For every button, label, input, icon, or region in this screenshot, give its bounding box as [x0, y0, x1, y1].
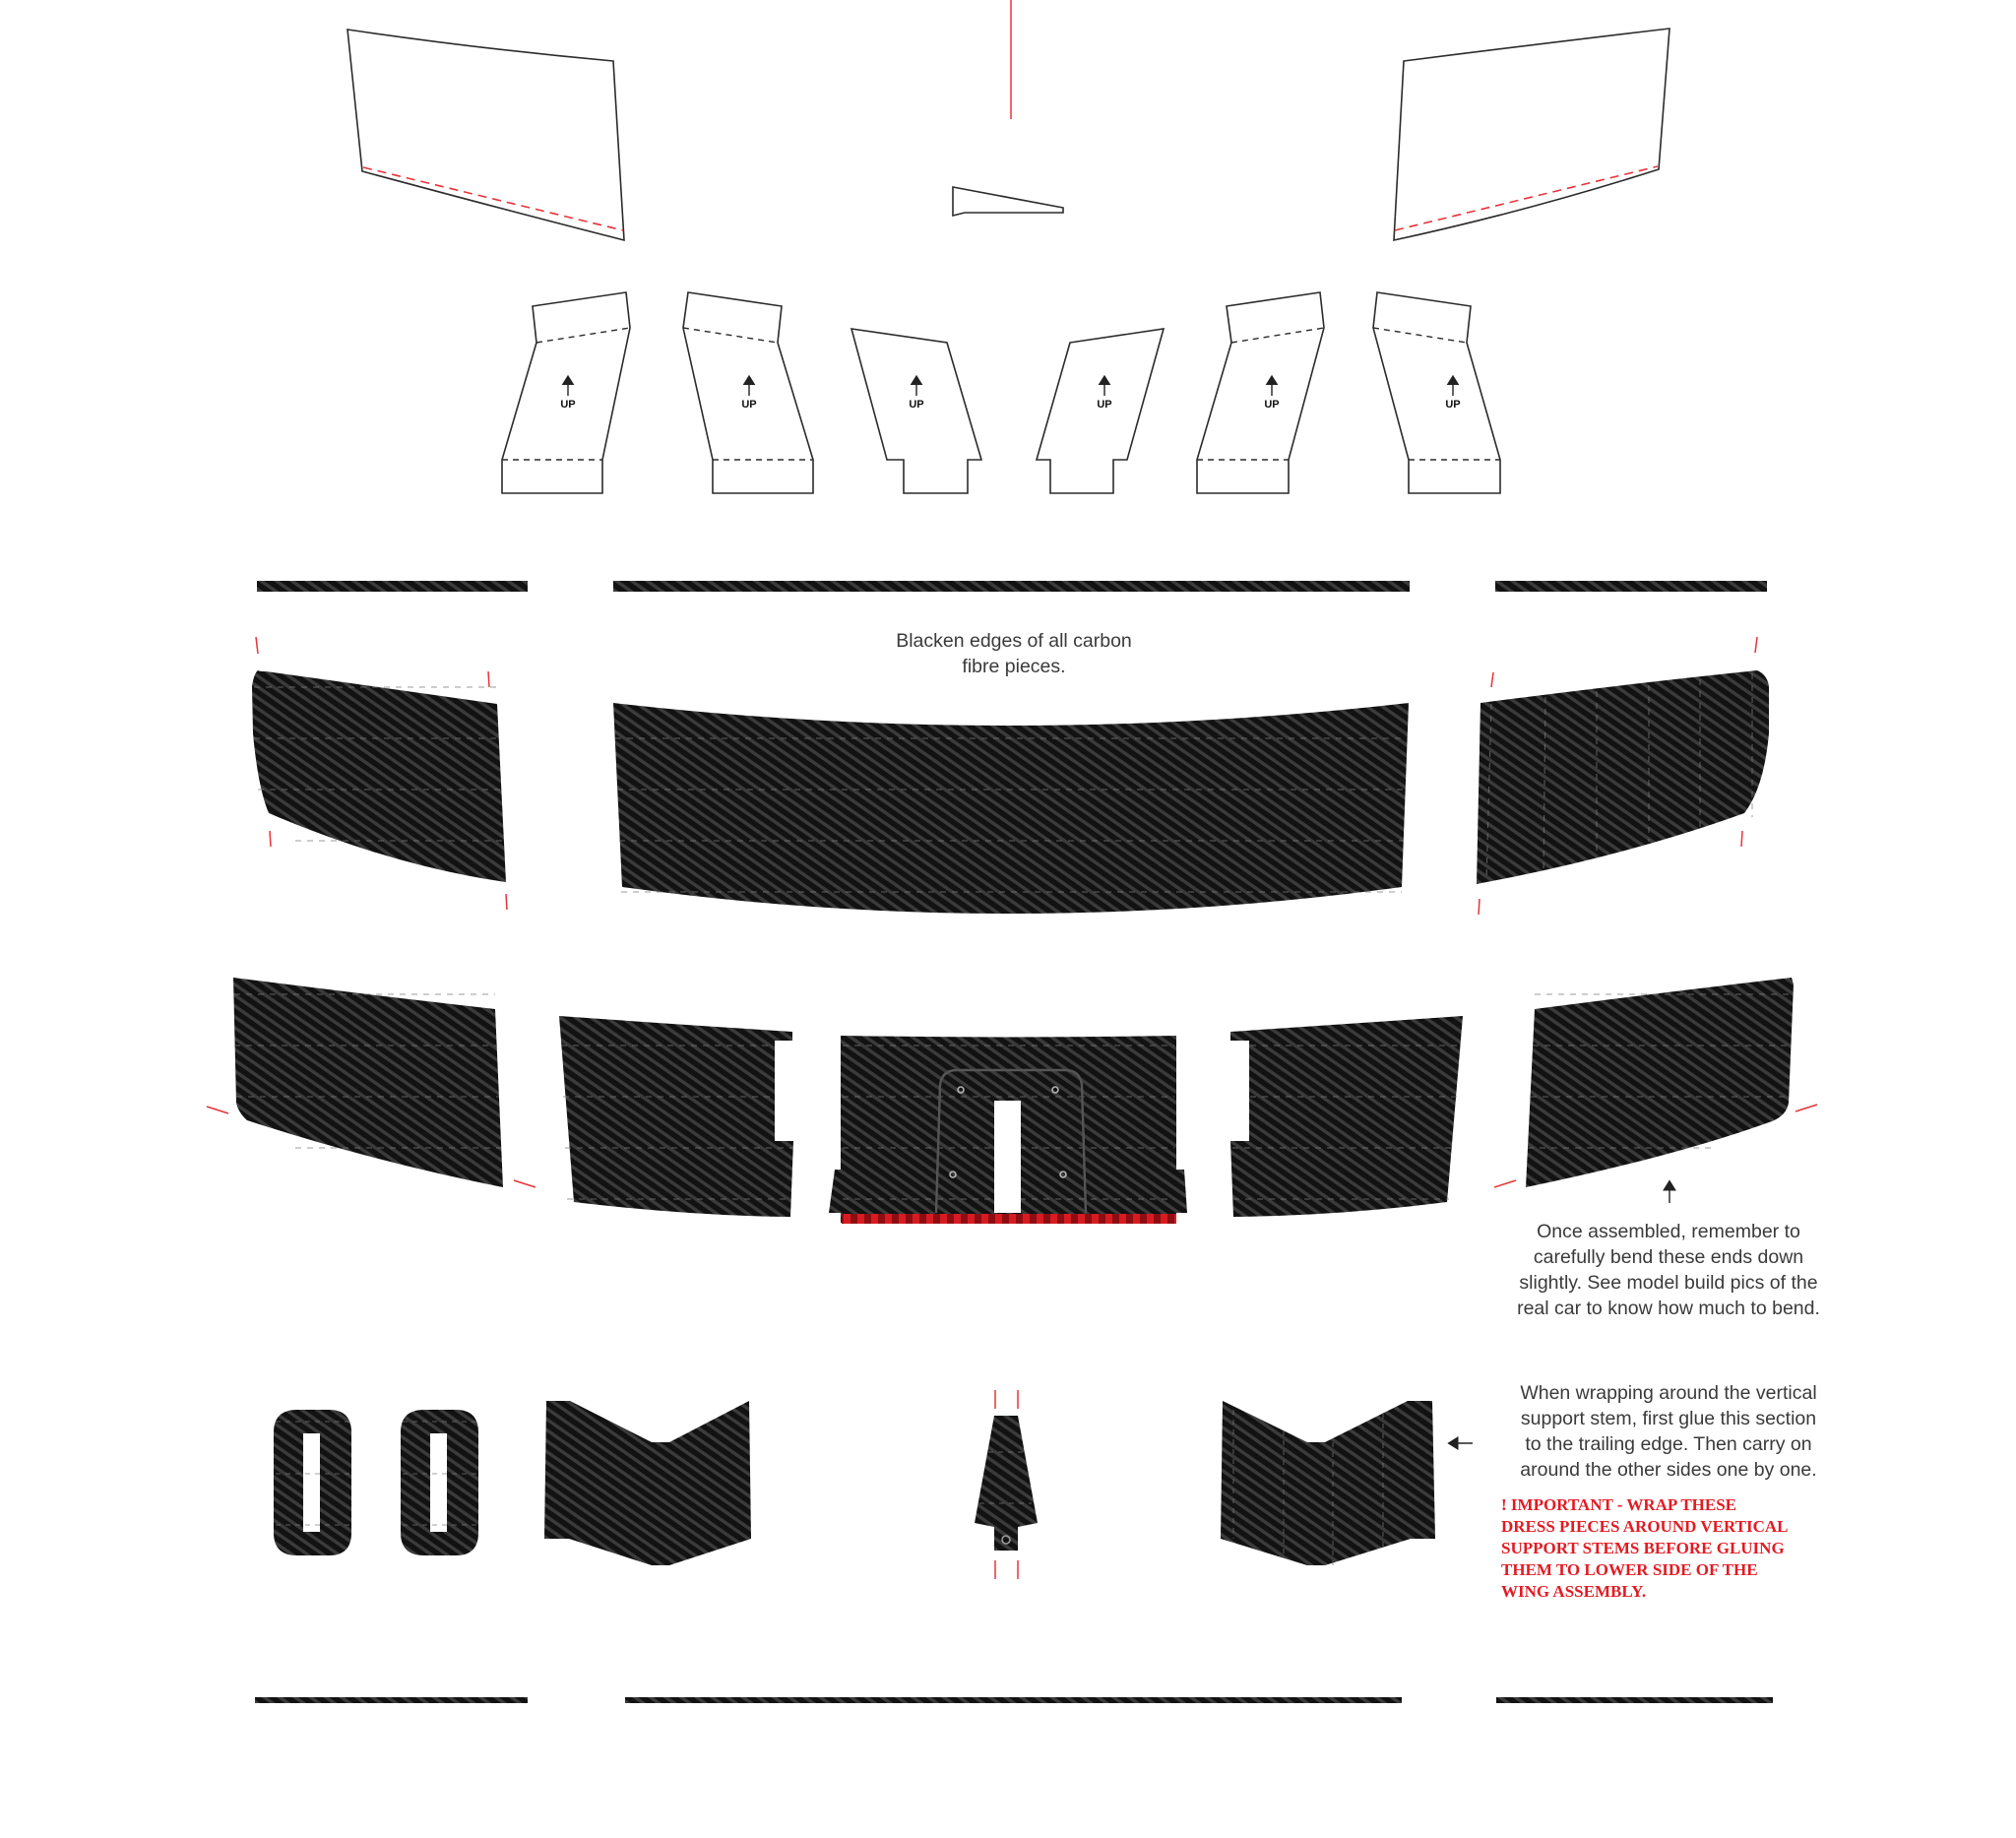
- note-line: to the trailing edge. Then carry on: [1525, 1433, 1812, 1455]
- note-line: fibre pieces.: [962, 656, 1066, 677]
- bolt-icon: [949, 1171, 957, 1178]
- upper-panel-right: [1477, 636, 1769, 916]
- bolt-icon: [1059, 1171, 1067, 1178]
- warning-line: SUPPORT STEMS BEFORE GLUING: [1501, 1539, 1785, 1557]
- note-bend-ends: Once assembled, remember to carefully be…: [1486, 1219, 1851, 1321]
- support-sleeve-right: [401, 1410, 478, 1555]
- tab-2: UP: [682, 291, 814, 494]
- support-sleeve-left: [274, 1410, 351, 1555]
- note-blacken-edges: Blacken edges of all carbon fibre pieces…: [847, 628, 1181, 679]
- stem-dress-right: [1221, 1401, 1473, 1565]
- tab-1: UP: [501, 291, 631, 494]
- up-label: UP: [909, 399, 923, 411]
- lower-panel-inner-left: [559, 1016, 793, 1217]
- note-line: When wrapping around the vertical: [1520, 1382, 1817, 1404]
- tab-3: UP: [850, 328, 983, 494]
- warning-line: THEM TO LOWER SIDE OF THE: [1501, 1560, 1758, 1579]
- up-label: UP: [741, 399, 756, 411]
- bolt-icon: [957, 1086, 965, 1094]
- note-wrap-stem: When wrapping around the vertical suppor…: [1486, 1380, 1851, 1483]
- tab-4: UP: [1035, 328, 1166, 494]
- lower-panel-inner-right: [1230, 1016, 1463, 1217]
- up-label: UP: [1097, 399, 1111, 411]
- up-label: UP: [560, 399, 575, 411]
- endplate-right-outline: [1393, 28, 1670, 242]
- small-wedge-outline: [952, 186, 1064, 218]
- bolt-icon: [1001, 1535, 1011, 1545]
- edge-strip-lower-center: [625, 1697, 1402, 1703]
- stem-dress-center: [975, 1390, 1038, 1579]
- tab-5: UP: [1196, 291, 1325, 494]
- warning-line: ! IMPORTANT - WRAP THESE: [1501, 1495, 1737, 1514]
- note-line: around the other sides one by one.: [1520, 1459, 1817, 1481]
- lower-panel-center: [829, 1036, 1187, 1224]
- upper-panel-left: [252, 636, 508, 911]
- up-label: UP: [1445, 399, 1460, 411]
- edge-strip-upper-right: [1495, 581, 1767, 592]
- stem-dress-left: [544, 1401, 751, 1565]
- lower-panel-right: [1493, 978, 1818, 1203]
- red-gurney-strip: [842, 1214, 1176, 1224]
- tab-6: UP: [1372, 291, 1501, 494]
- edge-strip-upper-center: [613, 581, 1410, 592]
- bolt-icon: [1051, 1086, 1059, 1094]
- note-line: support stem, first glue this section: [1520, 1408, 1817, 1429]
- endplate-left-outline: [346, 29, 625, 242]
- note-line: Once assembled, remember to: [1537, 1221, 1800, 1242]
- upper-panel-center: [613, 703, 1409, 914]
- important-warning: ! IMPORTANT - WRAP THESE DRESS PIECES AR…: [1501, 1494, 1856, 1603]
- note-line: Blacken edges of all carbon: [896, 630, 1132, 652]
- up-label: UP: [1264, 399, 1279, 411]
- lower-panel-left: [206, 978, 536, 1188]
- edge-strip-upper-left: [257, 581, 528, 592]
- note-line: carefully bend these ends down: [1533, 1246, 1804, 1268]
- note-line: real car to know how much to bend.: [1517, 1298, 1820, 1319]
- edge-strip-lower-right: [1496, 1697, 1773, 1703]
- warning-line: WING ASSEMBLY.: [1501, 1582, 1647, 1601]
- stem-mount-outline: [934, 1068, 1088, 1214]
- edge-strip-lower-left: [255, 1697, 528, 1703]
- note-line: slightly. See model build pics of the: [1519, 1272, 1818, 1294]
- warning-line: DRESS PIECES AROUND VERTICAL: [1501, 1517, 1789, 1536]
- stem-slot-cutout: [994, 1101, 1021, 1213]
